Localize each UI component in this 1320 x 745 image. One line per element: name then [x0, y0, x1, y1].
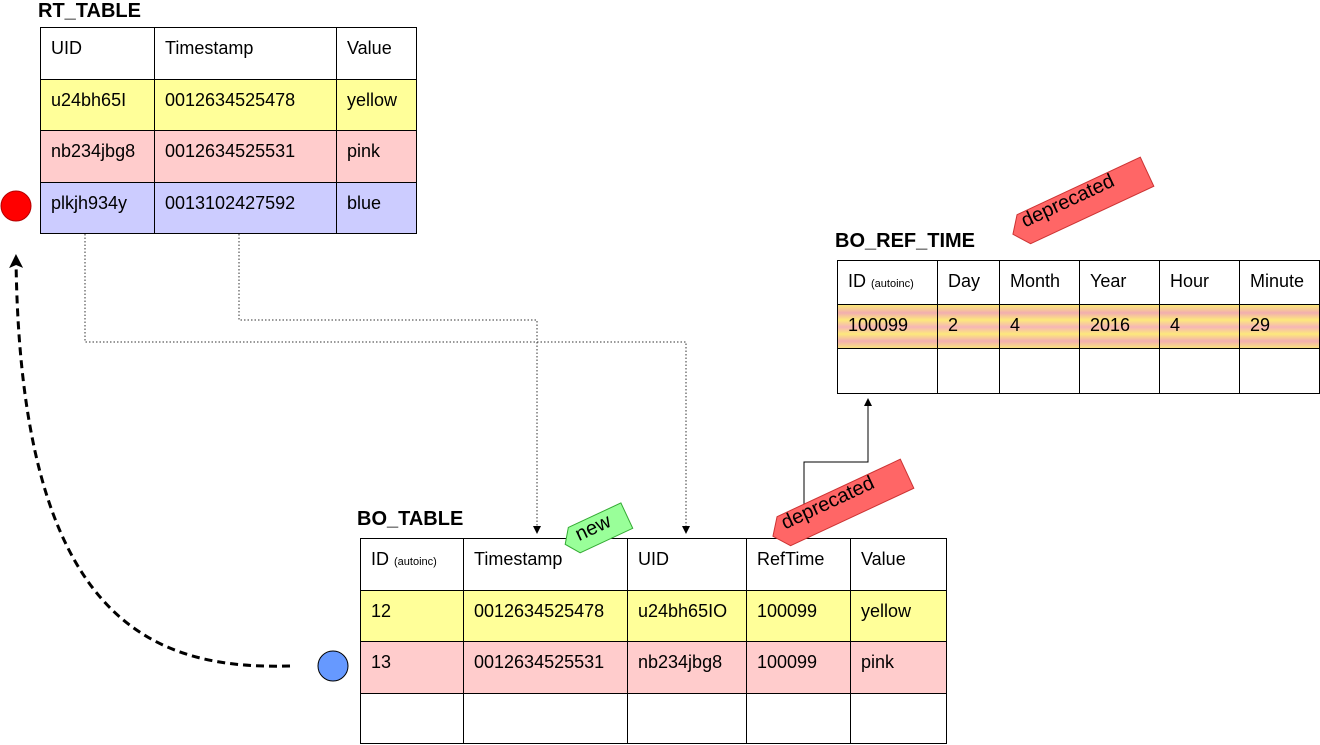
- table-cell: 100099: [746, 641, 851, 694]
- column-header: Day: [937, 260, 1000, 305]
- table-row: plkjh934y 0013102427592 blue: [40, 182, 417, 234]
- column-header: Month: [999, 260, 1080, 305]
- column-header: Minute: [1239, 260, 1320, 305]
- table-cell: 13: [360, 641, 464, 694]
- table-row: u24bh65I 0012634525478 yellow: [40, 79, 417, 131]
- column-header: ID (autoinc): [837, 260, 938, 305]
- column-header: Year: [1079, 260, 1160, 305]
- uid-link-connector: [84, 234, 690, 534]
- table-row-empty: [360, 693, 947, 744]
- table-cell: 0012634525478: [463, 590, 628, 642]
- table-cell: [746, 693, 851, 744]
- table-row: nb234jbg8 0012634525531 pink: [40, 130, 417, 183]
- bo-table-title: BO_TABLE: [357, 508, 464, 530]
- table-row-empty: [837, 348, 1320, 394]
- table-cell: 12: [360, 590, 464, 642]
- table-cell: 100099: [746, 590, 851, 642]
- table-cell: [360, 693, 464, 744]
- table-cell: [1159, 348, 1240, 394]
- bo-ref-time-table: ID (autoinc) Day Month Year Hour Minute …: [837, 260, 1320, 394]
- table-cell: 0012634525478: [154, 79, 337, 131]
- id-header-label: ID: [371, 549, 389, 569]
- table-cell: [850, 693, 947, 744]
- table-cell: u24bh65I: [40, 79, 155, 131]
- table-cell: 0012634525531: [463, 641, 628, 694]
- table-header-row: UID Timestamp Value: [40, 27, 417, 80]
- column-header: UID: [627, 538, 747, 591]
- table-row: 12 0012634525478 u24bh65IO 100099 yellow: [360, 590, 947, 642]
- table-cell: [1079, 348, 1160, 394]
- timestamp-link-connector: [238, 234, 541, 534]
- table-cell: [999, 348, 1080, 394]
- rt-table: UID Timestamp Value u24bh65I 00126345254…: [40, 27, 417, 234]
- red-dot: [0, 190, 32, 222]
- bo-ref-time-title: BO_REF_TIME: [835, 230, 976, 252]
- autoinc-label: (autoinc): [871, 278, 914, 290]
- table-cell: blue: [336, 182, 417, 234]
- bo-table: ID (autoinc) Timestamp UID RefTime Value…: [360, 538, 947, 744]
- table-header-row: ID (autoinc) Day Month Year Hour Minute: [837, 260, 1320, 305]
- new-tag-shape: [564, 502, 634, 554]
- table-cell: plkjh934y: [40, 182, 155, 234]
- table-cell: yellow: [336, 79, 417, 131]
- deprecated-tag-shape: [772, 458, 915, 547]
- table-cell: 29: [1239, 304, 1320, 349]
- table-cell: [1239, 348, 1320, 394]
- blue-dot: [317, 650, 349, 682]
- autoinc-label: (autoinc): [394, 556, 437, 568]
- table-cell: nb234jbg8: [627, 641, 747, 694]
- column-header: Hour: [1159, 260, 1240, 305]
- table-cell: [463, 693, 628, 744]
- table-cell: pink: [850, 641, 947, 694]
- reftime-link-connector: [803, 398, 872, 538]
- table-cell: 0013102427592: [154, 182, 337, 234]
- table-cell: [627, 693, 747, 744]
- return-flow-arrow: [9, 254, 291, 668]
- id-header-label: ID: [848, 271, 866, 291]
- table-cell: [837, 348, 938, 394]
- table-cell: u24bh65IO: [627, 590, 747, 642]
- rt-table-title: RT_TABLE: [38, 0, 141, 22]
- deprecated-tag-shape: [1012, 156, 1155, 245]
- table-cell: 0012634525531: [154, 130, 337, 183]
- table-row: 13 0012634525531 nb234jbg8 100099 pink: [360, 641, 947, 694]
